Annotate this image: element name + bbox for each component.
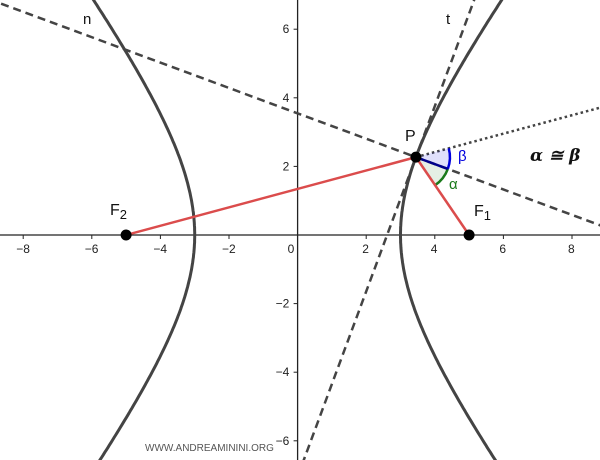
label-f2: F2 xyxy=(110,202,127,222)
x-tick-label: 0 xyxy=(288,242,295,256)
x-tick-label: 4 xyxy=(431,242,438,256)
watermark: WWW.ANDREAMININI.ORG xyxy=(145,443,274,454)
hyperbola-right-branch xyxy=(399,0,504,460)
point-p xyxy=(410,151,422,163)
congruence-annotation: α ≅ β xyxy=(530,146,581,166)
label-f2-sub: 2 xyxy=(119,207,128,223)
x-tick-label: 6 xyxy=(499,242,506,256)
x-tick-label: −8 xyxy=(16,242,30,256)
y-tick-label: 2 xyxy=(283,159,290,173)
angle-alpha-fill xyxy=(415,157,448,186)
x-tick-label: 8 xyxy=(568,242,575,256)
label-p: P xyxy=(405,128,416,145)
normal-highlight xyxy=(415,155,449,171)
y-tick-label: −2 xyxy=(276,297,290,311)
label-f1: F1 xyxy=(474,203,491,223)
point-f1 xyxy=(463,229,475,241)
angle-beta-fill xyxy=(415,148,450,169)
label-f2-main: F xyxy=(110,202,120,219)
segment-f2-p xyxy=(125,155,417,237)
x-tick-label: −2 xyxy=(222,242,236,256)
y-tick-label: −6 xyxy=(276,434,290,448)
label-f1-main: F xyxy=(474,203,484,220)
label-alpha: α xyxy=(449,176,458,193)
tangent-line xyxy=(302,0,476,460)
x-tick-label: −4 xyxy=(153,242,167,256)
segment-f1-p xyxy=(414,156,471,236)
point-f2 xyxy=(120,229,132,241)
y-tick-label: −4 xyxy=(276,365,290,379)
y-tick-label: 6 xyxy=(283,22,290,36)
normal-line xyxy=(0,1,600,227)
label-f1-sub: 1 xyxy=(483,208,492,224)
x-tick-label: 2 xyxy=(362,242,369,256)
label-t: t xyxy=(446,11,451,28)
hyperbola-left-branch xyxy=(91,0,197,460)
x-tick-label: −6 xyxy=(85,242,99,256)
label-beta: β xyxy=(458,148,467,165)
y-tick-label: 4 xyxy=(283,91,290,105)
label-n: n xyxy=(83,11,92,28)
